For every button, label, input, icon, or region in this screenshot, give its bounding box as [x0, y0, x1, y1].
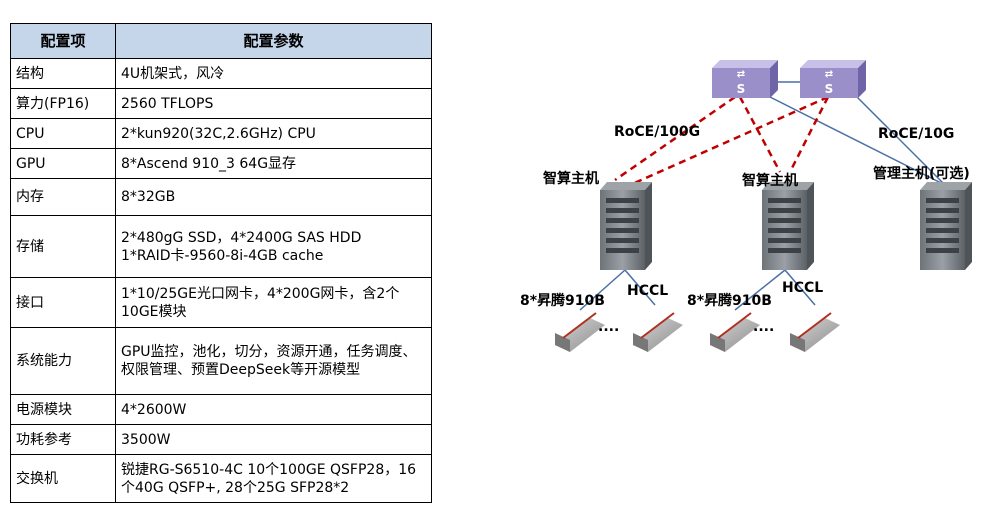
management-host [920, 182, 972, 270]
row-item: 交换机 [10, 454, 116, 503]
npu-card-2b [790, 312, 840, 352]
host1-npu-link-b [624, 269, 656, 306]
switch-2-front [800, 68, 858, 98]
row-value: 2560 TFLOPS [115, 88, 432, 119]
npu-group-1-label: 8*昇腾910B [520, 292, 605, 309]
row-value: 4*2600W [115, 394, 432, 425]
host2-npu-link-a [734, 269, 786, 311]
spec-table: 配置项 配置参数 结构 4U机架式，风冷 算力(FP16) 2560 TFLOP… [10, 23, 432, 503]
row-item: 功耗参考 [10, 424, 116, 455]
switch-2-label: S [825, 82, 834, 96]
roce-link-s1-h2 [738, 96, 782, 173]
switch-arrows-icon: ⇄ [737, 69, 745, 80]
row-item: 存储 [10, 215, 116, 278]
row-item: GPU [10, 148, 116, 179]
row-item: CPU [10, 118, 116, 149]
switch-arrows-icon: ⇄ [825, 69, 833, 80]
table-row: CPU 2*kun920(32C,2.6GHz) CPU [10, 118, 432, 149]
row-item: 电源模块 [10, 394, 116, 425]
table-row: 功耗参考 3500W [10, 424, 432, 455]
mgmt-links [579, 81, 946, 311]
roce-link-s2-h2 [788, 96, 830, 173]
header-config-param: 配置参数 [115, 23, 432, 59]
hccl-1-label: HCCL [627, 283, 668, 299]
host2-npu-link-b [784, 269, 816, 306]
mgmt-link-switch1-mgmt [769, 96, 946, 186]
compute-host-2 [762, 182, 814, 270]
row-value: 锐捷RG-S6510-4C 10个100GE QSFP28，16个40G QSF… [115, 454, 432, 503]
table-row: 交换机 锐捷RG-S6510-4C 10个100GE QSFP28，16个40G… [10, 454, 432, 503]
switch-1-side [770, 60, 778, 98]
row-value: 8*32GB [115, 178, 432, 216]
compute-host-1 [600, 182, 652, 270]
host2-label: 智算主机 [741, 172, 798, 189]
row-item: 结构 [10, 58, 116, 89]
roce-links [614, 95, 830, 187]
row-value: 3500W [115, 424, 432, 455]
npu-group-2-label: 8*昇腾910B [687, 292, 772, 309]
row-value: GPU监控，池化，切分，资源开通，任务调度、权限管理、预置DeepSeek等开源… [115, 327, 432, 395]
table-row: 存储 2*480gG SSD，4*2400G SAS HDD 1*RAID卡-9… [10, 215, 432, 278]
header-config-item: 配置项 [10, 23, 116, 59]
row-item: 算力(FP16) [10, 88, 116, 119]
table-row: 内存 8*32GB [10, 178, 432, 216]
row-value: 2*kun920(32C,2.6GHz) CPU [115, 118, 432, 149]
table-row: 算力(FP16) 2560 TFLOPS [10, 88, 432, 119]
roce-100g-label: RoCE/100G [614, 124, 700, 140]
hccl-2-label: HCCL [782, 280, 823, 296]
switch-1-label: S [737, 82, 746, 96]
switch-1-top [712, 60, 778, 68]
npu-card-2a [710, 312, 760, 352]
table-row: GPU 8*Ascend 910_3 64G显存 [10, 148, 432, 179]
table-row: 系统能力 GPU监控，池化，切分，资源开通，任务调度、权限管理、预置DeepSe… [10, 327, 432, 395]
topology-diagram: ⇄ S ⇄ S [520, 60, 972, 352]
roce-link-s1-h1 [614, 95, 736, 182]
switch-2-side [858, 60, 866, 98]
row-item: 接口 [10, 277, 116, 328]
row-value: 8*Ascend 910_3 64G显存 [115, 148, 432, 179]
switch-1: ⇄ S [712, 60, 778, 98]
switch-2-top [800, 60, 866, 68]
roce-link-s2-h1 [629, 95, 829, 187]
table-row: 结构 4U机架式，风冷 [10, 58, 432, 89]
host1-npu-link-a [579, 269, 626, 311]
mgmt-link-switch2-mgmt [854, 94, 946, 186]
row-item: 系统能力 [10, 327, 116, 395]
table-row: 接口 1*10/25GE光口网卡，4*200G网卡，含2个10GE模块 [10, 277, 432, 328]
row-value: 1*10/25GE光口网卡，4*200G网卡，含2个10GE模块 [115, 277, 432, 328]
npu-card-1a [555, 312, 605, 352]
npu-card-1b [633, 312, 683, 352]
npu-group-1-more: .... [598, 319, 619, 335]
host1-label: 智算主机 [542, 170, 599, 187]
mgmt-host-label: 管理主机(可选) [873, 165, 970, 182]
npu-group-2-more: .... [753, 319, 774, 335]
switch-1-front [712, 68, 770, 98]
table-header-row: 配置项 配置参数 [10, 23, 432, 59]
roce-10g-label: RoCE/10G [878, 126, 954, 142]
row-value: 4U机架式，风冷 [115, 58, 432, 89]
table-row: 电源模块 4*2600W [10, 394, 432, 425]
row-value: 2*480gG SSD，4*2400G SAS HDD 1*RAID卡-9560… [115, 215, 432, 278]
switch-2: ⇄ S [800, 60, 866, 98]
row-item: 内存 [10, 178, 116, 216]
